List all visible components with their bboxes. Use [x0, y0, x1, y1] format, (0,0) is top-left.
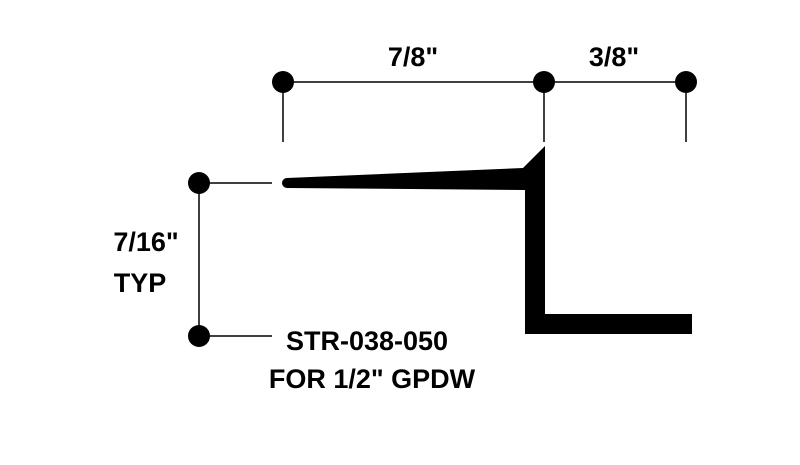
part-number: STR-038-050 [286, 326, 448, 356]
dimension-label-top-left: 7/8" [388, 42, 438, 72]
dimension-label-typ: TYP [114, 268, 167, 298]
dimension-label-left: 7/16" [113, 227, 178, 257]
dimension-dot-top-right [675, 71, 697, 93]
dimension-dot-top-left [272, 71, 294, 93]
dimension-label-top-right: 3/8" [589, 42, 639, 72]
part-description: FOR 1/2" GPDW [269, 364, 476, 394]
dimension-dot-left-bottom [188, 325, 210, 347]
dimension-dot-left-top [188, 172, 210, 194]
trim-profile-shape [282, 146, 692, 334]
dimension-dot-top-middle [533, 71, 555, 93]
